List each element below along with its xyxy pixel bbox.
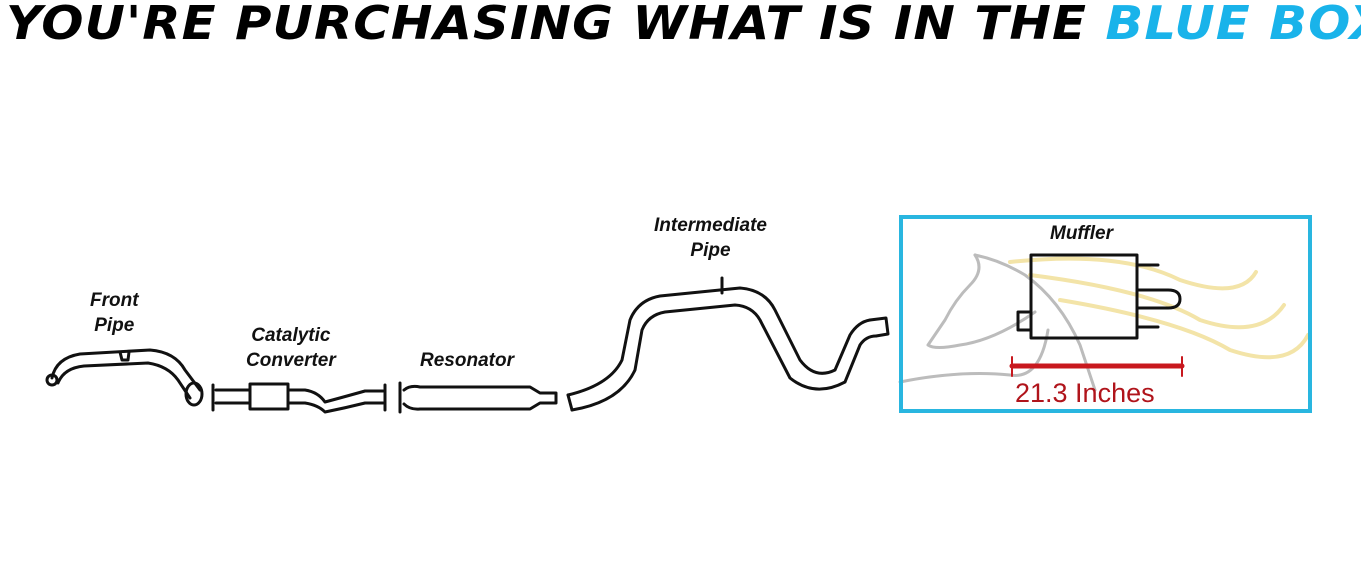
label-line: Front: [90, 290, 139, 311]
title-highlight: BLUE BOX: [1105, 0, 1361, 50]
horse-watermark: [898, 253, 1097, 392]
label-resonator: Resonator: [420, 350, 514, 371]
mane-watermark: [1008, 256, 1310, 360]
measurement-label: 21.3 Inches: [1015, 378, 1155, 408]
label-muffler: Muffler: [1050, 223, 1113, 244]
label-line: Intermediate: [654, 215, 767, 236]
title-main: YOU'RE PURCHASING WHAT IS IN THE: [6, 0, 1088, 50]
label-line: Pipe: [94, 315, 135, 336]
blue-box-highlight: [899, 215, 1312, 413]
resonator-drawing: [398, 381, 558, 414]
muffler-drawing: [1016, 253, 1182, 340]
catalytic-converter-drawing: [211, 382, 387, 414]
label-line: Pipe: [690, 240, 731, 261]
label-line: Catalytic: [251, 325, 331, 346]
intermediate-pipe-drawing: [566, 276, 890, 412]
page-title: YOU'RE PURCHASING WHAT IS IN THE BLUE BO…: [6, 0, 1361, 50]
label-line: Converter: [246, 350, 336, 371]
measurement-bar: [1009, 356, 1185, 377]
front-pipe-drawing: [45, 348, 204, 407]
